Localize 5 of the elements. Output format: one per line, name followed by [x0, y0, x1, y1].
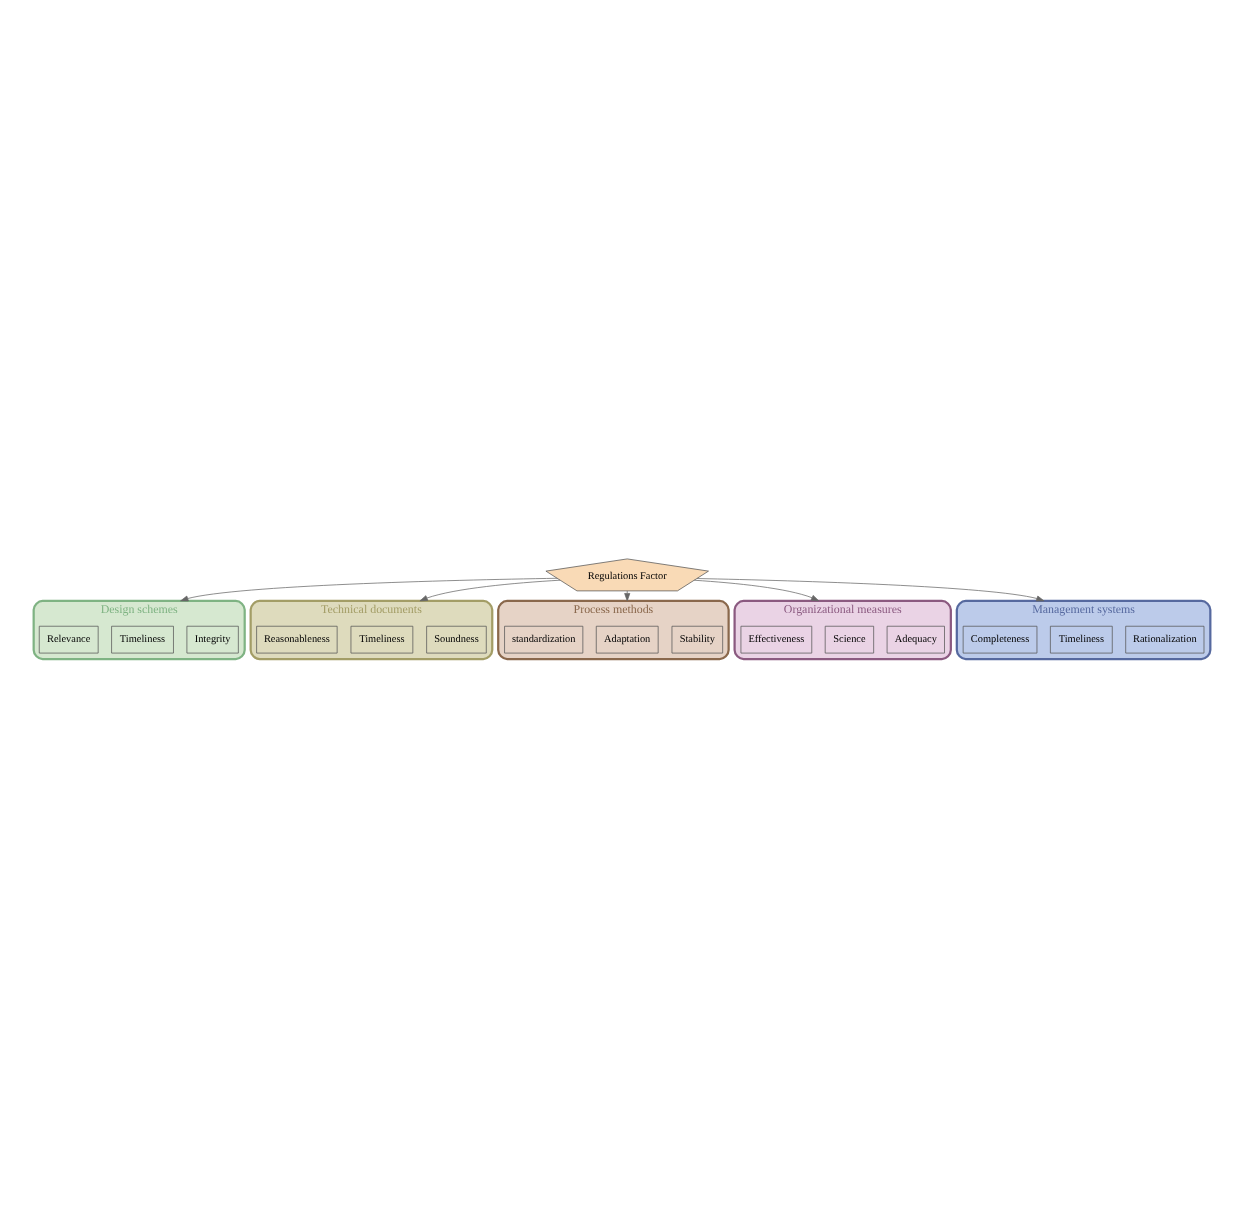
- arrow: [624, 590, 631, 602]
- arrow: [419, 579, 561, 602]
- arrow: [693, 579, 820, 602]
- arrow: [180, 577, 558, 602]
- arrow: [696, 578, 1045, 602]
